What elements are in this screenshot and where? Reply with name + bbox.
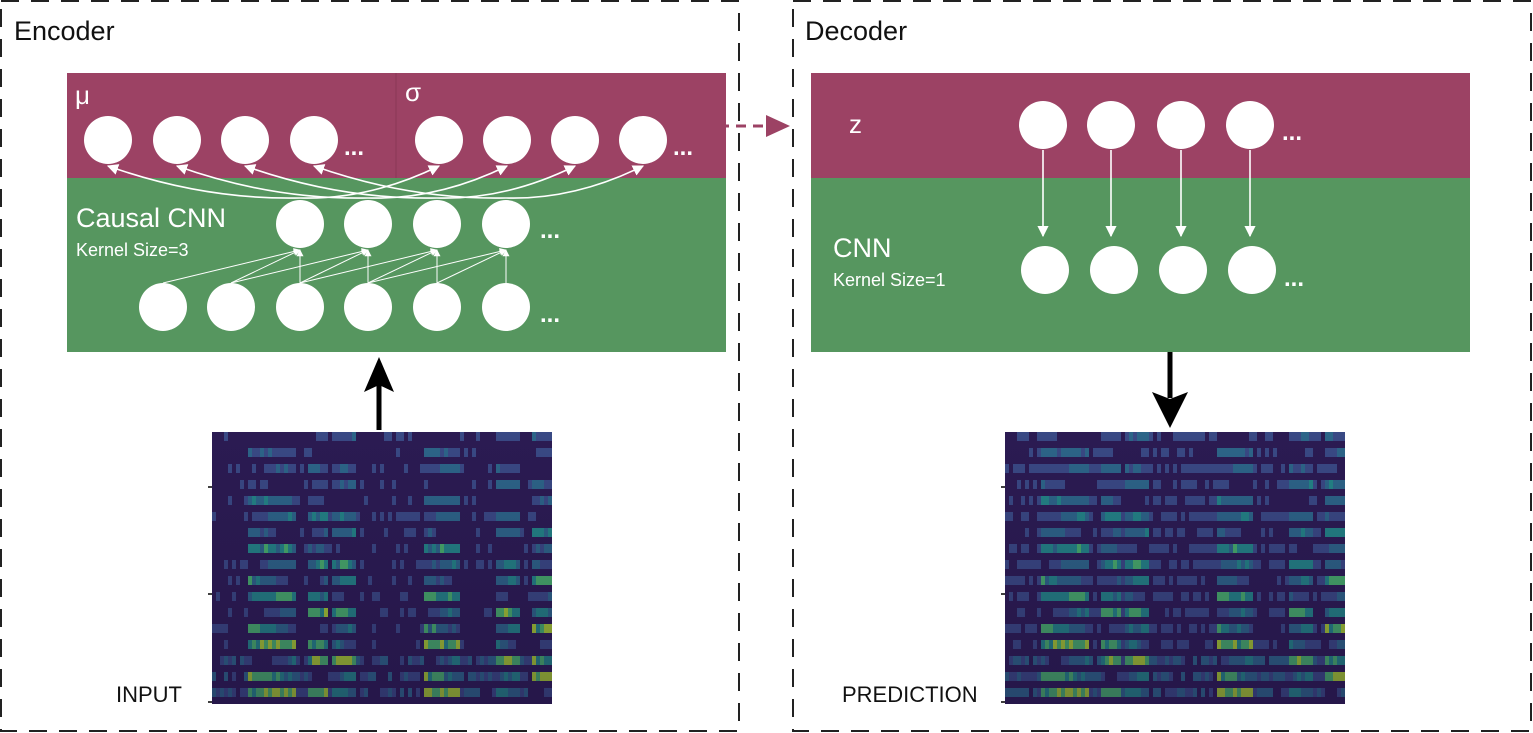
causal-conv-edge bbox=[230, 248, 369, 284]
encoder-panel bbox=[0, 0, 740, 732]
sigma-label: σ bbox=[405, 77, 421, 107]
hidden-node bbox=[276, 200, 324, 248]
decoder-connections bbox=[1037, 150, 1256, 238]
hidden-node bbox=[413, 200, 461, 248]
hidden-ellipsis: ... bbox=[540, 217, 560, 244]
encoder-latent-connections bbox=[106, 164, 645, 199]
input-axis-ticks bbox=[208, 486, 212, 703]
decoder-panel bbox=[792, 0, 1532, 732]
z-node bbox=[1019, 101, 1067, 149]
kernel-size-1-label: Kernel Size=1 bbox=[833, 270, 946, 290]
mu-node bbox=[221, 116, 269, 164]
mu-ellipsis: ... bbox=[344, 134, 364, 161]
z-node bbox=[1157, 101, 1205, 149]
prediction-label: PREDICTION bbox=[842, 682, 978, 707]
sigma-node bbox=[415, 116, 463, 164]
latent-projection-edge bbox=[367, 165, 509, 199]
z-nodes bbox=[1019, 101, 1274, 149]
input-ellipsis: ... bbox=[540, 301, 560, 328]
input-node bbox=[139, 283, 187, 331]
causal-conv-edge bbox=[367, 249, 438, 284]
sigma-ellipsis: ... bbox=[673, 134, 693, 161]
latent-projection-edge bbox=[175, 164, 369, 199]
z-ellipsis: ... bbox=[1282, 119, 1302, 146]
prediction-axis-ticks bbox=[1001, 486, 1005, 703]
encoder-title: Encoder bbox=[14, 16, 115, 46]
latent-projection-edge bbox=[243, 164, 438, 199]
output-node bbox=[1090, 246, 1138, 294]
prediction-arrow bbox=[1152, 352, 1188, 428]
sigma-node bbox=[619, 116, 667, 164]
decoder-cnn-band bbox=[811, 178, 1470, 352]
z-label: z bbox=[849, 109, 862, 139]
latent-projection-edge bbox=[299, 165, 441, 199]
z-node bbox=[1087, 101, 1135, 149]
latent-projection-edge bbox=[505, 165, 645, 199]
cnn-label: CNN bbox=[833, 233, 892, 263]
latent-sampling-arrow bbox=[702, 115, 790, 137]
causal-conv-edge bbox=[230, 249, 301, 284]
kernel-size-3-label: Kernel Size=3 bbox=[76, 240, 189, 260]
causal-cnn-hidden-nodes bbox=[276, 200, 530, 248]
output-ellipsis: ... bbox=[1284, 265, 1304, 292]
causal-conv-edge bbox=[299, 248, 438, 284]
latent-projection-edge bbox=[106, 164, 301, 199]
decoder-cnn-nodes bbox=[1021, 246, 1276, 294]
causal-cnn-input-nodes bbox=[139, 283, 530, 331]
encoder-input-connections bbox=[162, 248, 510, 284]
causal-conv-edge bbox=[162, 248, 301, 284]
input-arrow bbox=[364, 357, 394, 430]
input-node bbox=[276, 283, 324, 331]
latent-projection-edge bbox=[312, 164, 507, 199]
output-node bbox=[1021, 246, 1069, 294]
mu-node bbox=[84, 116, 132, 164]
output-node bbox=[1159, 246, 1207, 294]
causal-conv-edge bbox=[367, 248, 507, 284]
sigma-node bbox=[551, 116, 599, 164]
hidden-node bbox=[344, 200, 392, 248]
input-label: INPUT bbox=[116, 682, 182, 707]
output-node bbox=[1228, 246, 1276, 294]
input-node bbox=[207, 283, 255, 331]
hidden-node bbox=[482, 200, 530, 248]
mu-label: μ bbox=[75, 80, 90, 110]
sigma-node bbox=[483, 116, 531, 164]
sigma-nodes bbox=[415, 116, 667, 164]
input-spectrogram bbox=[212, 432, 552, 704]
mu-node bbox=[153, 116, 201, 164]
mu-nodes bbox=[84, 116, 338, 164]
decoder-latent-band bbox=[811, 73, 1470, 178]
causal-conv-edge bbox=[436, 249, 507, 284]
decoder-title: Decoder bbox=[805, 16, 907, 46]
causal-conv-edge bbox=[299, 249, 369, 284]
prediction-spectrogram bbox=[1005, 432, 1345, 704]
causal-cnn-label: Causal CNN bbox=[76, 203, 226, 233]
input-node bbox=[413, 283, 461, 331]
input-node bbox=[482, 283, 530, 331]
input-node bbox=[344, 283, 392, 331]
mu-node bbox=[290, 116, 338, 164]
z-node bbox=[1226, 101, 1274, 149]
latent-projection-edge bbox=[436, 165, 577, 199]
